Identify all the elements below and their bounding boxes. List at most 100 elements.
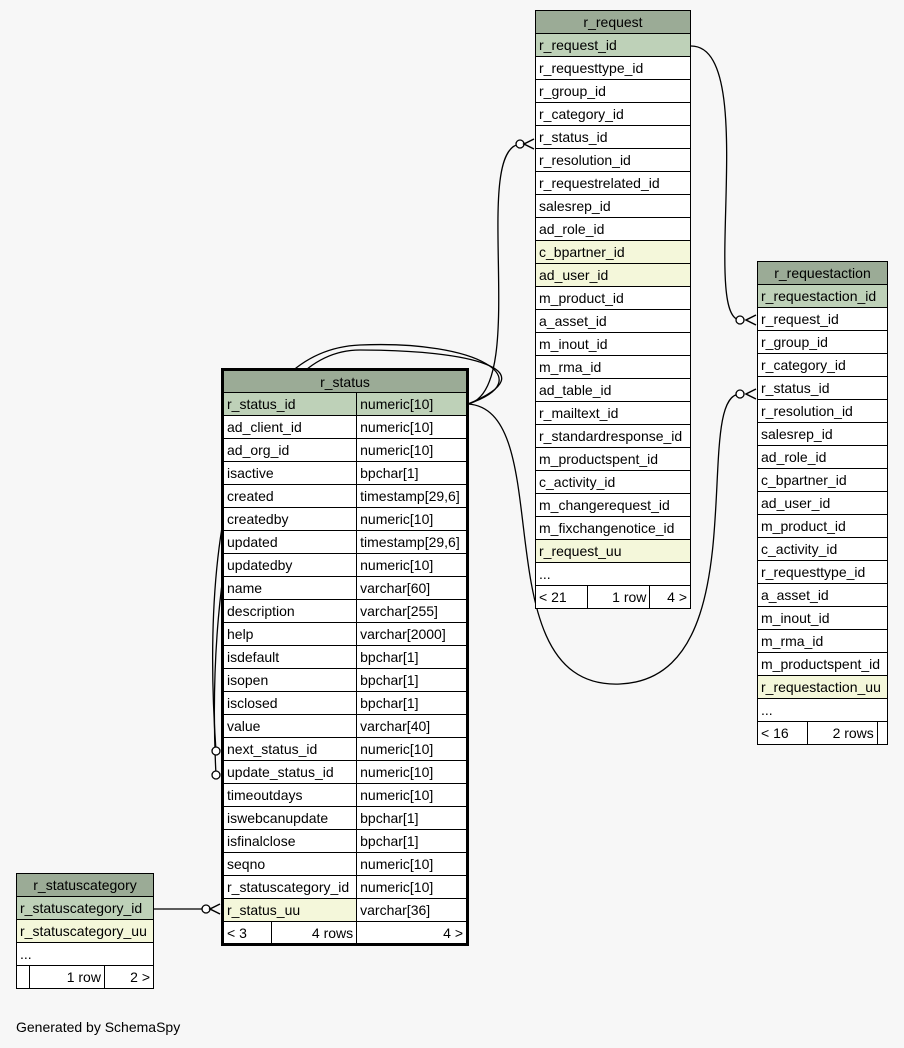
column-name[interactable]: m_product_id bbox=[535, 286, 691, 310]
column-type[interactable]: numeric[10] bbox=[356, 737, 468, 761]
column-name[interactable]: c_activity_id bbox=[757, 537, 888, 561]
column-type[interactable]: bpchar[1] bbox=[356, 668, 468, 692]
column-type[interactable]: bpchar[1] bbox=[356, 806, 468, 830]
column-name[interactable]: iswebcanupdate bbox=[221, 806, 358, 830]
column-type[interactable]: numeric[10] bbox=[356, 783, 468, 807]
column-name[interactable]: next_status_id bbox=[221, 737, 358, 761]
column-name[interactable]: r_resolution_id bbox=[757, 399, 888, 423]
row-count[interactable]: 4 rows bbox=[271, 921, 358, 945]
column-name[interactable]: ad_user_id bbox=[757, 491, 888, 515]
children-link[interactable]: 4 > bbox=[649, 585, 691, 609]
column-name[interactable]: createdby bbox=[221, 507, 358, 531]
children-link[interactable]: 4 > bbox=[356, 921, 468, 945]
column-name[interactable]: r_statuscategory_uu bbox=[16, 919, 154, 943]
column-type[interactable]: numeric[10] bbox=[356, 875, 468, 899]
column-name[interactable]: r_request_id bbox=[757, 307, 888, 331]
column-type[interactable]: numeric[10] bbox=[356, 438, 468, 462]
column-name[interactable]: ... bbox=[757, 698, 888, 722]
column-type[interactable]: varchar[36] bbox=[356, 898, 468, 922]
column-name[interactable]: updatedby bbox=[221, 553, 358, 577]
column-name[interactable]: m_productspent_id bbox=[535, 447, 691, 471]
parents-link[interactable] bbox=[16, 965, 30, 989]
column-name[interactable]: r_status_id bbox=[535, 125, 691, 149]
column-type[interactable]: numeric[10] bbox=[356, 852, 468, 876]
column-name[interactable]: ad_user_id bbox=[535, 263, 691, 287]
column-name[interactable]: r_mailtext_id bbox=[535, 401, 691, 425]
column-name[interactable]: help bbox=[221, 622, 358, 646]
column-name[interactable]: a_asset_id bbox=[757, 583, 888, 607]
column-name[interactable]: m_rma_id bbox=[757, 629, 888, 653]
column-name[interactable]: r_category_id bbox=[535, 102, 691, 126]
table-title[interactable]: r_requestaction bbox=[757, 261, 888, 285]
column-name[interactable]: isactive bbox=[221, 461, 358, 485]
column-name[interactable]: r_status_id bbox=[221, 392, 358, 416]
column-name[interactable]: c_bpartner_id bbox=[535, 240, 691, 264]
column-name[interactable]: r_requesttype_id bbox=[535, 56, 691, 80]
column-type[interactable]: varchar[255] bbox=[356, 599, 468, 623]
row-count[interactable]: 1 row bbox=[587, 585, 651, 609]
column-name[interactable]: r_request_id bbox=[535, 33, 691, 57]
column-type[interactable]: bpchar[1] bbox=[356, 829, 468, 853]
column-name[interactable]: a_asset_id bbox=[535, 309, 691, 333]
column-name[interactable]: r_requesttype_id bbox=[757, 560, 888, 584]
column-type[interactable]: bpchar[1] bbox=[356, 645, 468, 669]
column-name[interactable]: value bbox=[221, 714, 358, 738]
column-name[interactable]: r_statuscategory_id bbox=[16, 896, 154, 920]
column-name[interactable]: description bbox=[221, 599, 358, 623]
column-name[interactable]: m_inout_id bbox=[757, 606, 888, 630]
column-name[interactable]: r_requestrelated_id bbox=[535, 171, 691, 195]
column-name[interactable]: r_resolution_id bbox=[535, 148, 691, 172]
column-name[interactable]: r_group_id bbox=[757, 330, 888, 354]
column-name[interactable]: r_statuscategory_id bbox=[221, 875, 358, 899]
column-name[interactable]: m_rma_id bbox=[535, 355, 691, 379]
column-name[interactable]: timeoutdays bbox=[221, 783, 358, 807]
column-name[interactable]: isfinalclose bbox=[221, 829, 358, 853]
column-name[interactable]: r_request_uu bbox=[535, 539, 691, 563]
column-name[interactable]: ad_role_id bbox=[757, 445, 888, 469]
column-name[interactable]: ad_org_id bbox=[221, 438, 358, 462]
parents-link[interactable]: < 16 bbox=[756, 721, 809, 745]
column-name[interactable]: m_changerequest_id bbox=[535, 493, 691, 517]
column-name[interactable]: name bbox=[221, 576, 358, 600]
parents-link[interactable]: < 3 bbox=[221, 921, 273, 945]
table-title[interactable]: r_status bbox=[222, 369, 468, 393]
column-type[interactable]: numeric[10] bbox=[356, 392, 468, 416]
column-type[interactable]: numeric[10] bbox=[356, 415, 468, 439]
column-type[interactable]: bpchar[1] bbox=[356, 691, 468, 715]
column-name[interactable]: update_status_id bbox=[221, 760, 358, 784]
table-title[interactable]: r_statuscategory bbox=[16, 873, 154, 897]
column-name[interactable]: ... bbox=[16, 942, 154, 966]
column-name[interactable]: r_category_id bbox=[757, 353, 888, 377]
column-name[interactable]: r_requestaction_id bbox=[757, 284, 888, 308]
column-name[interactable]: m_fixchangenotice_id bbox=[535, 516, 691, 540]
column-type[interactable]: numeric[10] bbox=[356, 760, 468, 784]
children-link[interactable] bbox=[876, 721, 889, 745]
column-name[interactable]: ... bbox=[535, 562, 691, 586]
column-name[interactable]: salesrep_id bbox=[535, 194, 691, 218]
column-type[interactable]: timestamp[29,6] bbox=[356, 530, 468, 554]
column-name[interactable]: r_standardresponse_id bbox=[535, 424, 691, 448]
children-link[interactable]: 2 > bbox=[103, 965, 155, 989]
column-name[interactable]: r_status_id bbox=[757, 376, 888, 400]
column-name[interactable]: m_product_id bbox=[757, 514, 888, 538]
column-name[interactable]: isopen bbox=[221, 668, 358, 692]
table-title[interactable]: r_request bbox=[535, 10, 691, 34]
column-name[interactable]: r_status_uu bbox=[221, 898, 358, 922]
column-name[interactable]: isdefault bbox=[221, 645, 358, 669]
column-name[interactable]: created bbox=[221, 484, 358, 508]
column-name[interactable]: r_group_id bbox=[535, 79, 691, 103]
column-name[interactable]: seqno bbox=[221, 852, 358, 876]
column-name[interactable]: m_productspent_id bbox=[757, 652, 888, 676]
column-name[interactable]: m_inout_id bbox=[535, 332, 691, 356]
column-name[interactable]: c_activity_id bbox=[535, 470, 691, 494]
column-name[interactable]: salesrep_id bbox=[757, 422, 888, 446]
column-name[interactable]: ad_table_id bbox=[535, 378, 691, 402]
column-type[interactable]: numeric[10] bbox=[356, 553, 468, 577]
column-name[interactable]: ad_role_id bbox=[535, 217, 691, 241]
row-count[interactable]: 1 row bbox=[28, 965, 105, 989]
column-name[interactable]: r_requestaction_uu bbox=[757, 675, 888, 699]
